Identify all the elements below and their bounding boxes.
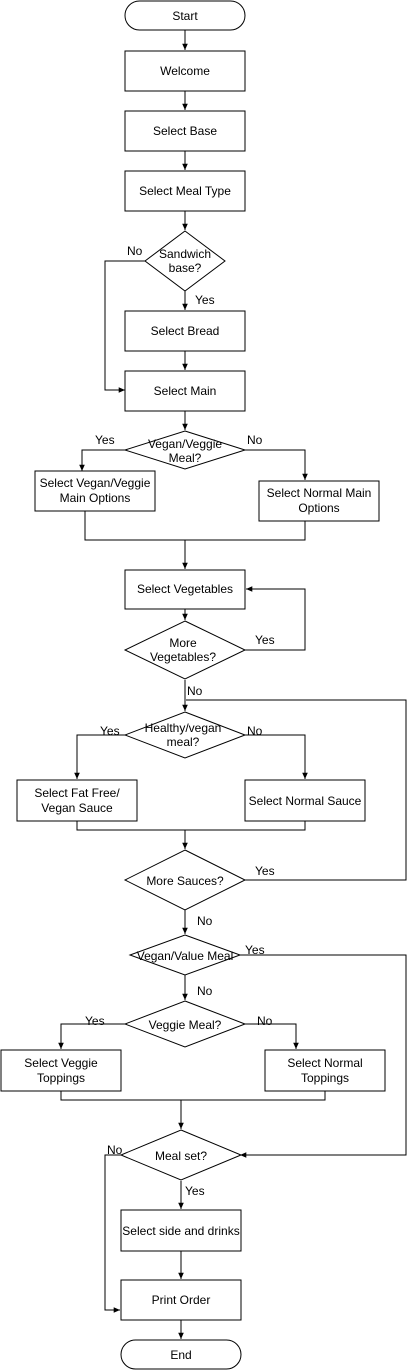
select-base-step: Select Base	[124, 110, 246, 152]
start-terminal: Start	[124, 0, 246, 31]
more-sauces-yes-label: Yes	[255, 864, 275, 878]
normal-main-options-label-line2: Options	[298, 501, 339, 515]
meal-set-no-label: No	[107, 1143, 123, 1157]
healthy-vegan-meal-label-line1: Healthy/vegan	[145, 721, 222, 735]
end-label: End	[170, 1348, 191, 1362]
more-vegetables-decision: More Vegetables?	[123, 620, 247, 680]
more-vegetables-yes-label: Yes	[255, 633, 275, 647]
edge-healthy-yes	[74, 734, 125, 779]
edge-meal-set-no	[104, 1154, 121, 1313]
veggie-toppings-label-line2: Toppings	[37, 1071, 85, 1085]
more-vegetables-label-line2: Vegetables?	[150, 650, 216, 664]
fat-free-sauce-step: Select Fat Free/ Vegan Sauce	[16, 779, 138, 822]
start-label: Start	[172, 9, 198, 23]
select-bread-step: Select Bread	[124, 310, 246, 352]
select-main-step: Select Main	[124, 370, 246, 412]
sandwich-base-label-line1: Sandwich	[159, 247, 211, 261]
welcome-step: Welcome	[124, 50, 246, 92]
select-vegetables-label: Select Vegetables	[137, 582, 233, 596]
end-terminal: End	[120, 1339, 242, 1370]
vegan-value-no-label: No	[197, 984, 213, 998]
edges	[58, 30, 407, 1339]
edge-veggie-yes	[58, 1023, 125, 1049]
vegan-veggie-meal-label-line2: Meal?	[169, 451, 202, 465]
vegan-veggie-meal-decision: Vegan/Veggie Meal?	[123, 430, 247, 470]
sandwich-base-label-line2: base?	[169, 261, 202, 275]
more-sauces-decision: More Sauces?	[123, 849, 247, 911]
normal-sauce-step: Select Normal Sauce	[244, 779, 366, 822]
sandwich-yes-label: Yes	[195, 293, 215, 307]
print-order-label: Print Order	[152, 1293, 211, 1307]
normal-main-options-label-line1: Select Normal Main	[267, 486, 372, 500]
fat-free-sauce-label-line1: Select Fat Free/	[34, 786, 120, 800]
vegan-value-yes-label: Yes	[245, 943, 265, 957]
veggie-meal-no-label: No	[257, 1014, 273, 1028]
select-meal-type-label: Select Meal Type	[139, 184, 231, 198]
sandwich-base-decision: Sandwich base?	[144, 230, 226, 292]
meal-set-yes-label: Yes	[185, 1184, 205, 1198]
more-sauces-no-label: No	[197, 914, 213, 928]
veggie-toppings-label-line1: Select Veggie	[24, 1056, 98, 1070]
more-vegetables-no-label: No	[187, 684, 203, 698]
vegan-value-meal-decision: Vegan/Value Meal	[128, 934, 242, 976]
vegan-veggie-no-label: No	[247, 433, 263, 447]
normal-toppings-step: Select Normal Toppings	[264, 1049, 386, 1092]
edge-vegan-no	[245, 449, 308, 480]
edge-more-veg-yes-loop	[245, 586, 306, 651]
vegan-main-options-label-line1: Select Vegan/Veggie	[40, 476, 151, 490]
edge-labels: No Yes Yes No Yes No Yes No Yes No Yes N…	[85, 244, 275, 1198]
edge-sandwich-no-main	[104, 260, 145, 393]
veggie-toppings-step: Select Veggie Toppings	[0, 1049, 122, 1092]
edge-more-sauces-yes-loop	[186, 699, 407, 881]
print-order-step: Print Order	[120, 1279, 242, 1321]
veggie-meal-decision: Veggie Meal?	[123, 1000, 247, 1048]
vegan-main-options-step: Select Vegan/Veggie Main Options	[34, 470, 156, 512]
edge-veggie-no	[245, 1023, 299, 1049]
edge-vegan-yes	[79, 449, 125, 471]
normal-toppings-label-line1: Select Normal	[287, 1056, 362, 1070]
vegan-veggie-yes-label: Yes	[95, 433, 115, 447]
select-main-label: Select Main	[154, 384, 217, 398]
select-vegetables-step: Select Vegetables	[124, 569, 246, 610]
select-bread-label: Select Bread	[151, 324, 220, 338]
healthy-yes-label: Yes	[100, 724, 120, 738]
vegan-veggie-meal-label-line1: Vegan/Veggie	[148, 437, 222, 451]
edge-vegan-value-yes	[240, 954, 407, 1158]
edge-healthy-no	[245, 734, 308, 779]
welcome-label: Welcome	[160, 64, 210, 78]
edge-toppings-merge	[60, 1091, 326, 1101]
vegan-value-meal-label: Vegan/Value Meal	[137, 949, 234, 963]
select-base-label: Select Base	[153, 124, 217, 138]
more-sauces-label: More Sauces?	[146, 874, 224, 888]
normal-main-options-step: Select Normal Main Options	[258, 480, 380, 522]
side-and-drinks-label: Select side and drinks	[122, 1224, 239, 1238]
side-and-drinks-step: Select side and drinks	[120, 1209, 242, 1252]
vegan-main-options-label-line2: Main Options	[60, 491, 131, 505]
healthy-vegan-meal-label-line2: meal?	[167, 735, 200, 749]
normal-sauce-label: Select Normal Sauce	[249, 794, 362, 808]
veggie-meal-yes-label: Yes	[85, 1014, 105, 1028]
healthy-vegan-meal-decision: Healthy/vegan meal?	[123, 711, 247, 759]
healthy-no-label: No	[247, 724, 263, 738]
meal-set-label: Meal set?	[155, 1149, 207, 1163]
edge-main-options-merge	[84, 511, 306, 541]
veggie-meal-label: Veggie Meal?	[149, 1018, 222, 1032]
normal-toppings-label-line2: Toppings	[301, 1071, 349, 1085]
more-vegetables-label-line1: More	[169, 636, 197, 650]
select-meal-type-step: Select Meal Type	[124, 170, 246, 212]
edge-sauces-merge	[76, 821, 306, 831]
meal-set-decision: Meal set?	[119, 1129, 243, 1181]
sandwich-no-label: No	[127, 244, 143, 258]
fat-free-sauce-label-line2: Vegan Sauce	[41, 801, 113, 815]
